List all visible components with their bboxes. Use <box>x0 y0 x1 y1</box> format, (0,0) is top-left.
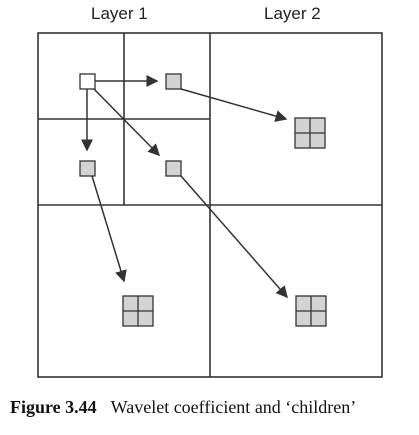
parent-coefficient <box>79 73 96 90</box>
decomposition-grid <box>37 32 383 378</box>
layer-2-label: Layer 2 <box>264 4 321 23</box>
arrow-down-to-layer-2-bottom-left <box>91 175 127 283</box>
child-coefficient-diagonal <box>165 160 182 177</box>
figure-caption: Figure 3.44 Wavelet coefficient and ‘chil… <box>10 397 356 418</box>
arrow-diagonal-to-layer-2-bottom-right <box>180 175 288 299</box>
layer-1-coefficients <box>79 73 182 177</box>
layer-2-child-groups <box>122 117 327 327</box>
children-block-bottom-right <box>295 295 327 327</box>
arrow-right-to-layer-2-top-right <box>180 88 288 122</box>
child-coefficient-down <box>79 160 96 177</box>
child-coefficient-right <box>165 73 182 90</box>
figure-number: Figure 3.44 <box>10 397 97 417</box>
arrow-parent-to-diagonal <box>92 87 161 157</box>
coefficient-arrows <box>81 75 288 299</box>
children-block-top-right <box>294 117 326 149</box>
caption-text: Wavelet coefficient and ‘children’ <box>110 397 357 417</box>
layer-1-label: Layer 1 <box>91 4 148 23</box>
children-block-bottom-left <box>122 295 154 327</box>
